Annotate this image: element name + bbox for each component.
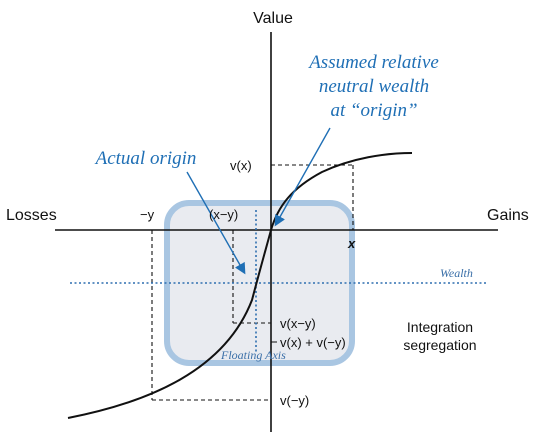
v-x-minus-y-label: v(x−y) — [280, 316, 316, 331]
assumed-origin-arrow — [274, 127, 331, 227]
dashed-guides — [151, 164, 354, 401]
actual-origin-arrow — [186, 171, 246, 275]
x-label: x — [347, 236, 356, 251]
integration-label: Integration — [407, 319, 473, 335]
assumed-text-line1: Assumed relative — [307, 52, 439, 73]
y-axis-label: Value — [253, 10, 293, 27]
gains-label: Gains — [487, 207, 529, 224]
assumed-text-line3: at “origin” — [330, 100, 417, 121]
v-minus-y-label: v(−y) — [280, 393, 309, 408]
segregation-label: segregation — [403, 337, 476, 353]
v-x-plus-v-minus-y-label: v(x) + v(−y) — [280, 335, 346, 350]
losses-label: Losses — [6, 207, 57, 224]
floating-axis-label: Floating Axis — [220, 348, 286, 362]
minus-y-label: −y — [140, 207, 155, 222]
actual-origin-text: Actual origin — [94, 148, 197, 169]
vx-label: v(x) — [230, 158, 252, 173]
x-minus-y-label: (x−y) — [209, 207, 238, 222]
assumed-text-line2: neutral wealth — [319, 76, 429, 97]
wealth-label: Wealth — [440, 266, 473, 280]
value-curve — [67, 152, 413, 419]
